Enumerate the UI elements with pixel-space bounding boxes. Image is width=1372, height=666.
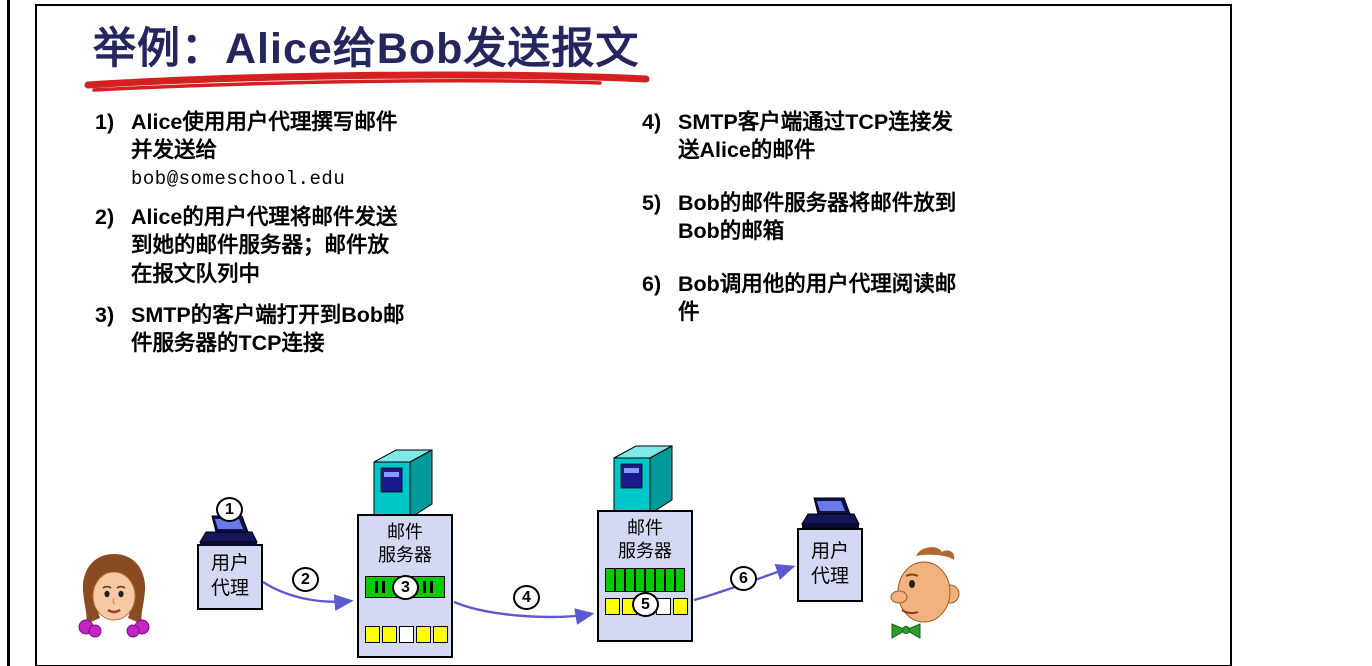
mailbox-slot [365,626,380,643]
laptop-icon [801,497,860,528]
step-item-6: 6) Bob调用他的用户代理阅读邮 件 [642,270,1122,327]
bob-character [890,547,960,639]
mailbox-slot [399,626,414,643]
queue-tick [375,581,378,593]
step-item-3: 3) SMTP的客户端打开到Bob邮 件服务器的TCP连接 [95,301,600,358]
step-item-5: 5) Bob的邮件服务器将邮件放到 Bob的邮箱 [642,189,1122,246]
step-item-1: 1) Alice使用用户代理撰写邮件 并发送给 bob@someschool.e… [95,108,600,190]
queue-tick [423,581,426,593]
step-text: Bob调用他的用户代理阅读邮 件 [678,271,957,324]
user-agent-label: 用户 [210,553,249,575]
step-text: Alice的用户代理将邮件发送 到她的邮件服务器；邮件放 在报文队列中 [131,204,398,286]
mail-server-label: 邮件 服务器 [378,522,432,565]
step-number: 5) [642,190,662,215]
user-agent-label: 代理 [810,566,849,587]
laptop-icon [199,515,258,546]
step-item-2: 2) Alice的用户代理将邮件发送 到她的邮件服务器；邮件放 在报文队列中 [95,203,600,288]
mailbox-slot [433,626,448,643]
mailbox-row [365,626,448,643]
user-agent-box-alice: 用户 代理 [197,544,263,610]
steps-right-column: 4) SMTP客户端通过TCP连接发 送Alice的邮件 5) Bob的邮件服务… [642,108,1122,350]
step-body: Bob的邮件服务器将邮件放到 Bob的邮箱 [678,189,1122,246]
user-agent-label: 代理 [210,578,249,599]
marker-circle-5: 5 [632,592,659,617]
marker-circle-4: 4 [513,585,540,610]
mailbox-slot [673,598,688,615]
slide-title: 举例：Alice给Bob发送报文 [93,25,640,73]
step-body: Alice的用户代理将邮件发送 到她的邮件服务器；邮件放 在报文队列中 [131,203,600,288]
step-body: SMTP的客户端打开到Bob邮 件服务器的TCP连接 [131,301,600,358]
marker-circle-6: 6 [730,566,757,591]
mailbox-slot [605,598,620,615]
step-body: Bob调用他的用户代理阅读邮 件 [678,270,1122,327]
step-text: SMTP的客户端打开到Bob邮 件服务器的TCP连接 [131,302,405,356]
step-text: Alice使用用户代理撰写邮件 并发送给 [131,110,398,163]
user-agent-box-bob: 用户 代理 [797,528,863,602]
step-number: 1) [95,110,115,134]
server-tower-icon [613,445,673,515]
step-number: 3) [95,302,115,327]
step-number: 6) [642,271,662,296]
step-number: 4) [642,110,662,134]
step-body: Alice使用用户代理撰写邮件 并发送给 bob@someschool.edu [131,108,600,190]
message-queue [605,568,685,592]
mailbox-slot [416,626,431,643]
marker-circle-1: 1 [216,497,243,522]
marker-circle-3: 3 [392,575,419,600]
user-agent-label: 用户 [810,541,849,563]
email-address: bob@someschool.edu [131,167,346,190]
steps-left-column: 1) Alice使用用户代理撰写邮件 并发送给 bob@someschool.e… [95,108,600,371]
step-item-4: 4) SMTP客户端通过TCP连接发 送Alice的邮件 [642,108,1122,165]
step-number: 2) [95,204,115,229]
queue-tick [382,581,385,593]
server-tower-icon [373,449,433,519]
mail-server-label: 邮件 服务器 [618,518,672,561]
step-text: SMTP客户端通过TCP连接发 送Alice的邮件 [678,110,953,163]
marker-circle-2: 2 [292,567,319,592]
step-body: SMTP客户端通过TCP连接发 送Alice的邮件 [678,108,1122,165]
step-text: Bob的邮件服务器将邮件放到 Bob的邮箱 [678,190,957,244]
alice-character [78,554,150,638]
mail-server-box-2: 邮件 服务器 [597,510,693,642]
queue-tick [430,581,433,593]
left-edge-line [7,0,10,666]
mailbox-slot [382,626,397,643]
